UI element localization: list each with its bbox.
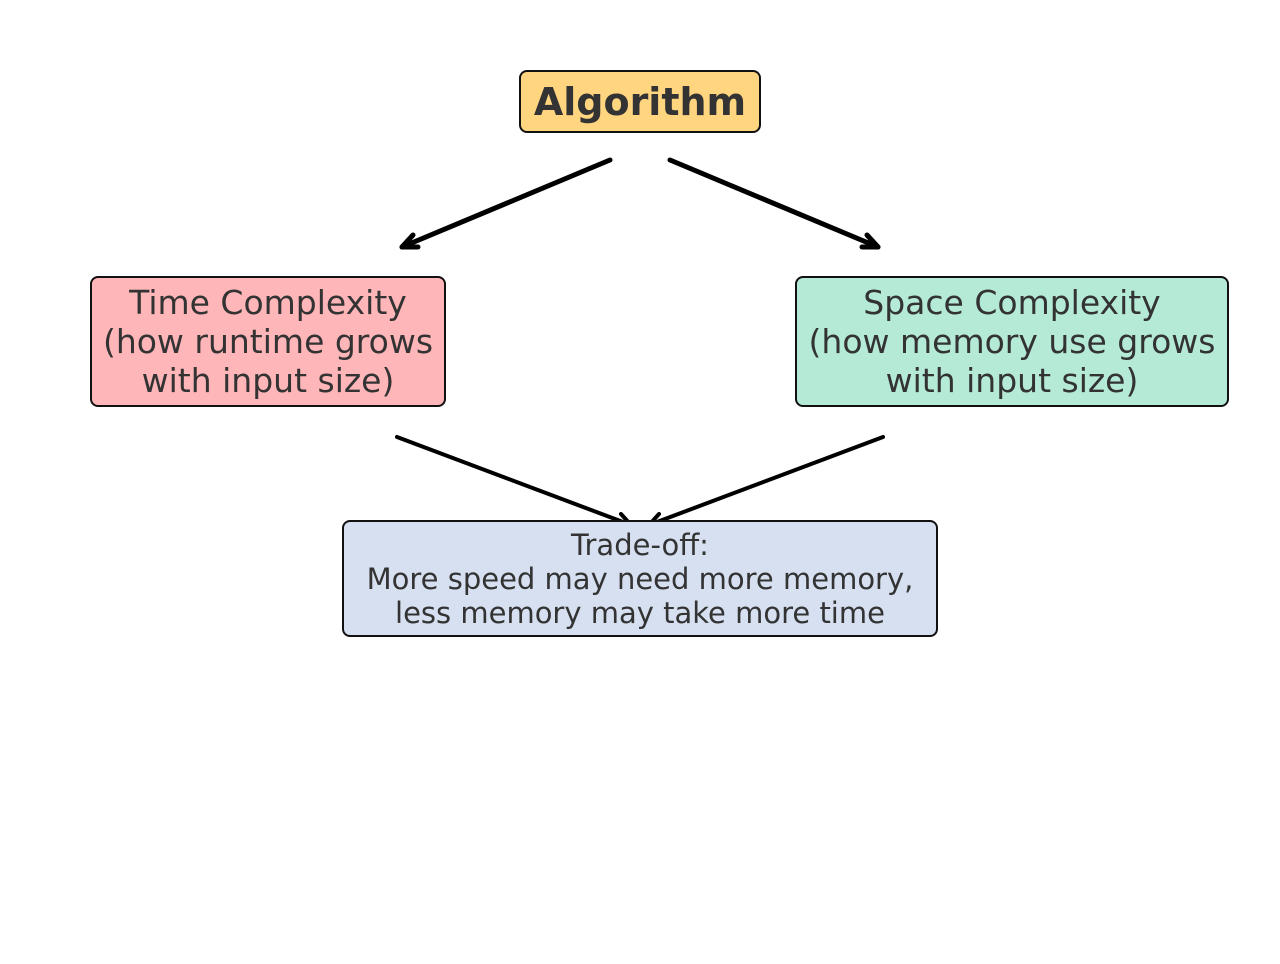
space-complexity-title: Space Complexity <box>863 283 1161 322</box>
time-complexity-desc-line-1: (how runtime grows <box>102 322 434 361</box>
tradeoff-line-1: More speed may need more memory, <box>366 561 914 596</box>
tradeoff-line-2: less memory may take more time <box>395 595 885 630</box>
time-complexity-title: Time Complexity <box>129 283 407 322</box>
time-complexity-desc-line-2: with input size) <box>141 361 395 400</box>
edge-space-to-tradeoff <box>647 435 885 527</box>
algorithm-node-label: Algorithm <box>533 79 747 124</box>
space-complexity-desc-line-2: with input size) <box>885 361 1139 400</box>
tradeoff-title: Trade-off: <box>571 527 709 562</box>
algorithm-node: Algorithm <box>519 70 761 133</box>
edge-algorithm-to-space <box>667 157 881 250</box>
time-complexity-node: Time Complexity (how runtime grows with … <box>90 276 446 407</box>
edge-algorithm-to-time <box>399 157 613 250</box>
tradeoff-node: Trade-off: More speed may need more memo… <box>342 520 938 637</box>
space-complexity-node: Space Complexity (how memory use grows w… <box>795 276 1229 407</box>
space-complexity-desc-line-1: (how memory use grows <box>808 322 1216 361</box>
edge-time-to-tradeoff <box>395 435 633 527</box>
